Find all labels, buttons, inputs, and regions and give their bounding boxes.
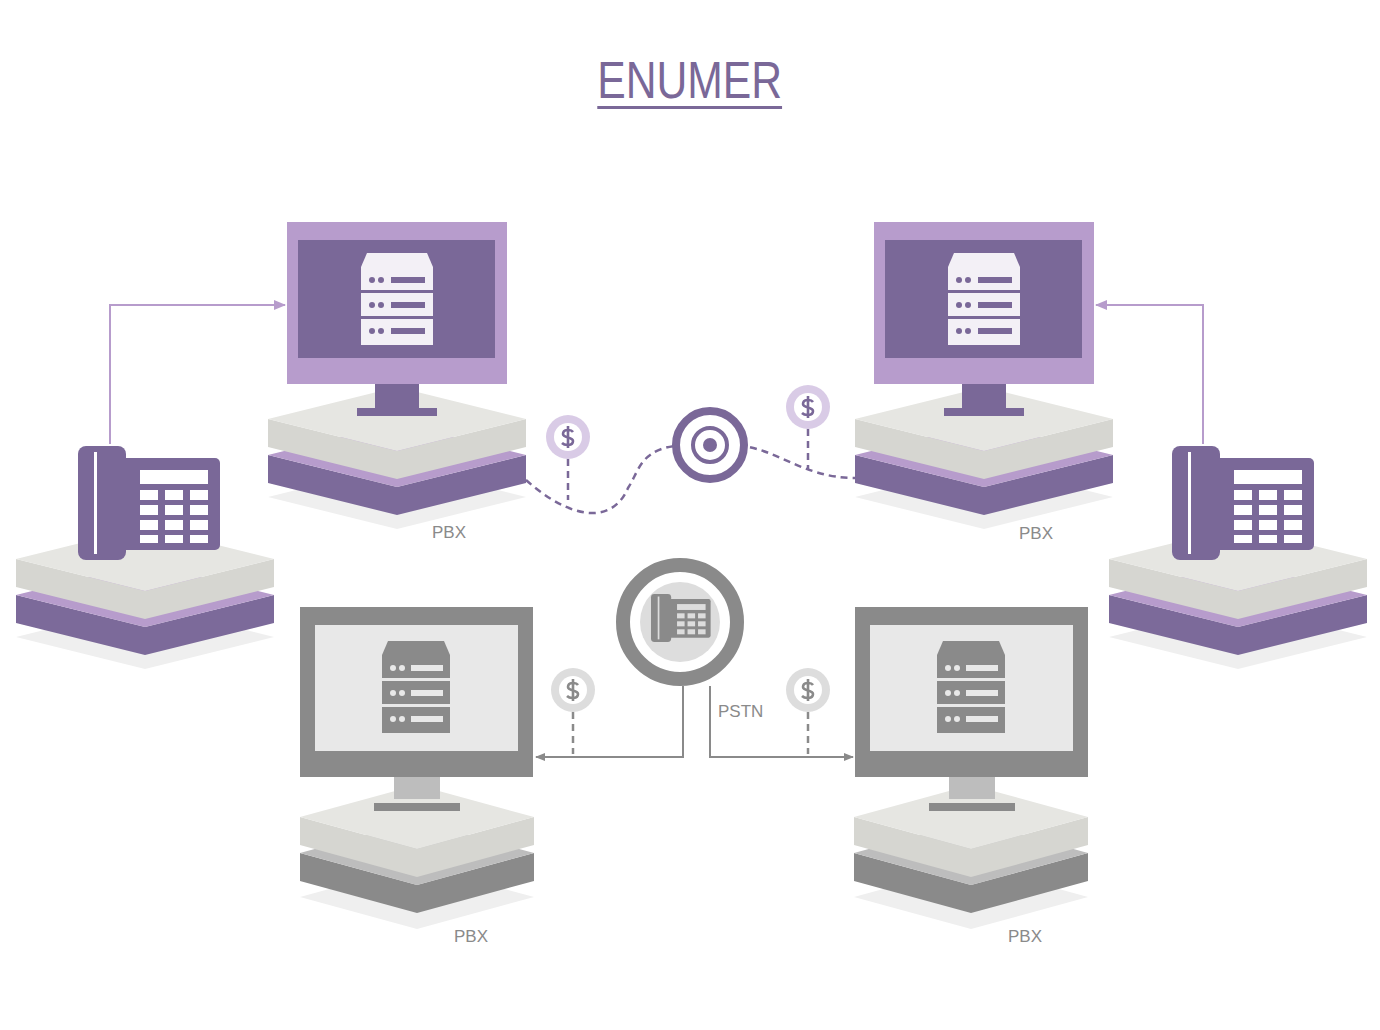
phone-link	[110, 305, 285, 444]
title-bar: ENUMER	[0, 48, 1380, 112]
pstn-phone	[651, 594, 711, 642]
enum-target-dot	[703, 438, 717, 452]
cost-icon	[786, 668, 830, 712]
cost-icon	[551, 668, 595, 712]
pbx-node: PBX	[300, 607, 534, 962]
node-label: PBX	[432, 523, 466, 543]
node-label: PSTN	[718, 702, 763, 722]
enum-target	[676, 411, 744, 479]
node-label: PBX	[1019, 524, 1053, 544]
desk-phone	[1172, 446, 1314, 560]
enum-target-ring	[693, 428, 727, 462]
pbx-node: PBX	[855, 222, 1113, 562]
pbx-node: PBX	[268, 222, 526, 562]
phone-link	[1096, 305, 1203, 444]
pstn-ring	[623, 565, 737, 679]
cost-icon	[786, 385, 830, 429]
cost-leader	[807, 712, 810, 754]
server-monitor	[855, 607, 1088, 811]
pstn-core	[640, 582, 720, 662]
cost-leader	[567, 459, 570, 500]
diagram-title: ENUMER	[598, 48, 783, 112]
server-monitor	[874, 222, 1094, 416]
pstn-line	[710, 686, 853, 757]
node-label: PBX	[454, 927, 488, 947]
server-monitor	[300, 607, 533, 811]
desk-phone	[78, 446, 220, 560]
cost-leader	[572, 712, 575, 754]
pbx-node: PBX	[855, 607, 1087, 962]
cost-icon	[546, 415, 590, 459]
node-label: PBX	[1008, 927, 1042, 947]
cost-leader	[807, 429, 810, 470]
pstn-node: PSTN	[617, 559, 744, 686]
server-monitor	[287, 222, 507, 416]
